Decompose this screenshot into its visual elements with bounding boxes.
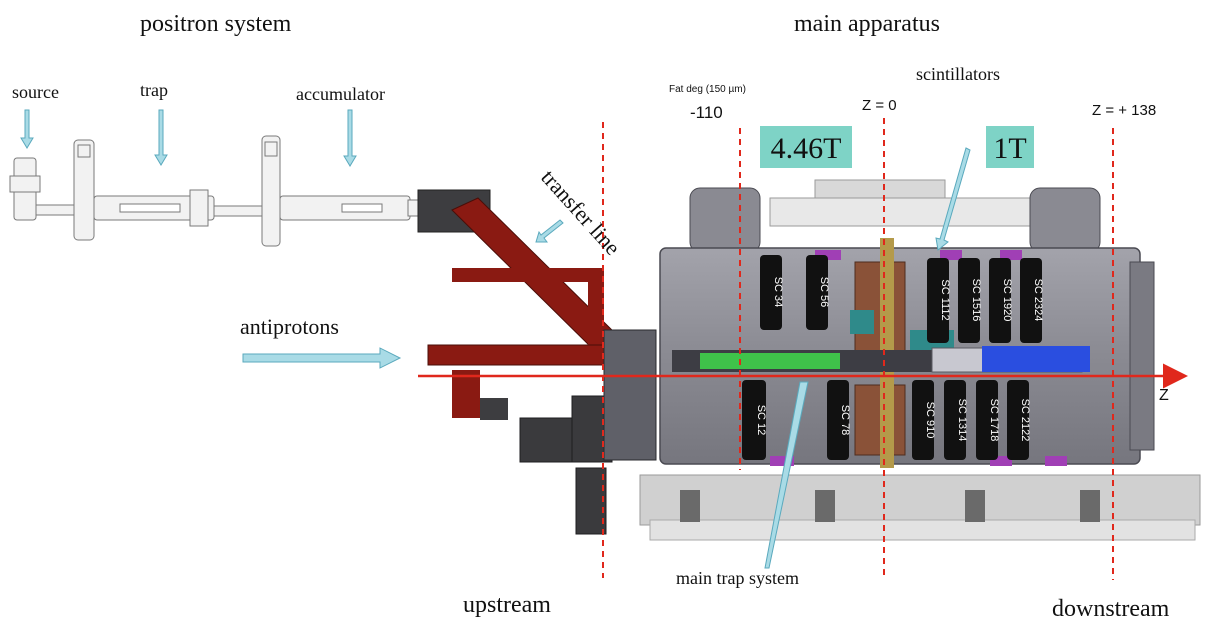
- accumulator-arrow: [343, 109, 357, 167]
- scintillator-sc910: [912, 380, 934, 460]
- z-plus-label: Z = + 138: [1092, 102, 1156, 119]
- z-minus-label: -110: [690, 103, 723, 122]
- scintillator-sc2122: [1007, 380, 1029, 460]
- fat-deg-label: Fat deg (150 µm): [669, 84, 746, 95]
- trap-label: trap: [140, 80, 168, 100]
- scintillators-arrow: [935, 147, 971, 251]
- scintillator-sc2122-label: SC 2122: [1019, 399, 1031, 442]
- scintillator-sc1112-label: SC 1112: [939, 279, 951, 320]
- scintillator-sc1516-label: SC 1516: [970, 279, 982, 322]
- scintillator-sc1516: [958, 258, 980, 343]
- scintillator-sc1920: [989, 258, 1011, 343]
- field-box-right: [986, 126, 1034, 168]
- scintillator-sc910-label: SC 910: [924, 402, 936, 439]
- accumulator-label: accumulator: [296, 84, 385, 104]
- scintillator-sc2324-label: SC 2324: [1032, 279, 1044, 322]
- scintillator-sc1314: [944, 380, 966, 460]
- z-axis-label: Z: [1159, 387, 1169, 404]
- field-strength-left: 4.46T: [771, 132, 842, 165]
- field-box-left: [760, 126, 852, 168]
- transfer-line-label: transfer line: [536, 165, 625, 260]
- scintillator-sc12-label: SC 12: [755, 405, 767, 436]
- field-strength-right: 1T: [993, 132, 1026, 165]
- upstream-label: upstream: [463, 592, 551, 618]
- positron-system-drawing: [9, 135, 421, 247]
- scintillator-sc1112: [927, 258, 949, 343]
- main-trap-arrow: [764, 381, 809, 569]
- source-label: source: [12, 82, 59, 102]
- scintillator-sc78: [827, 380, 849, 460]
- transfer-line-arrow: [535, 219, 564, 243]
- scintillators-label: scintillators: [916, 64, 1000, 84]
- scintillator-sc2324: [1020, 258, 1042, 343]
- pointer-arrows: [20, 109, 971, 569]
- scintillator-sc12: [742, 380, 766, 460]
- trap-arrow: [154, 109, 168, 166]
- scintillator-sc1718: [976, 380, 998, 460]
- source-arrow: [20, 109, 34, 149]
- positron-system-title: positron system: [140, 11, 292, 37]
- antiprotons-arrow: [242, 347, 402, 369]
- scintillator-sc1920-label: SC 1920: [1001, 279, 1013, 322]
- scintillator-sc34: [760, 255, 782, 330]
- scintillator-sc1718-label: SC 1718: [988, 399, 1000, 442]
- main-trap-system-label: main trap system: [676, 568, 799, 588]
- scintillator-sc78-label: SC 78: [839, 405, 851, 436]
- z-marker-lines: [602, 118, 1114, 580]
- main-apparatus-drawing: [639, 179, 1201, 541]
- scintillator-sc34-label: SC 34: [772, 277, 784, 308]
- scintillator-sc1314-label: SC 1314: [956, 399, 968, 442]
- transfer-line-drawing: [417, 189, 657, 535]
- main-apparatus-title: main apparatus: [794, 11, 940, 37]
- scintillators-upper: SC 34 SC 56 SC 1112 SC 1516 SC 1920 SC 2…: [760, 255, 1044, 343]
- antiprotons-label: antiprotons: [240, 314, 339, 339]
- scintillator-sc56-label: SC 56: [818, 277, 830, 308]
- scintillator-sc56: [806, 255, 828, 330]
- z-zero-label: Z = 0: [862, 97, 897, 114]
- scintillators-lower: SC 12 SC 78 SC 910 SC 1314 SC 1718 SC 21…: [742, 380, 1031, 460]
- downstream-label: downstream: [1052, 596, 1170, 619]
